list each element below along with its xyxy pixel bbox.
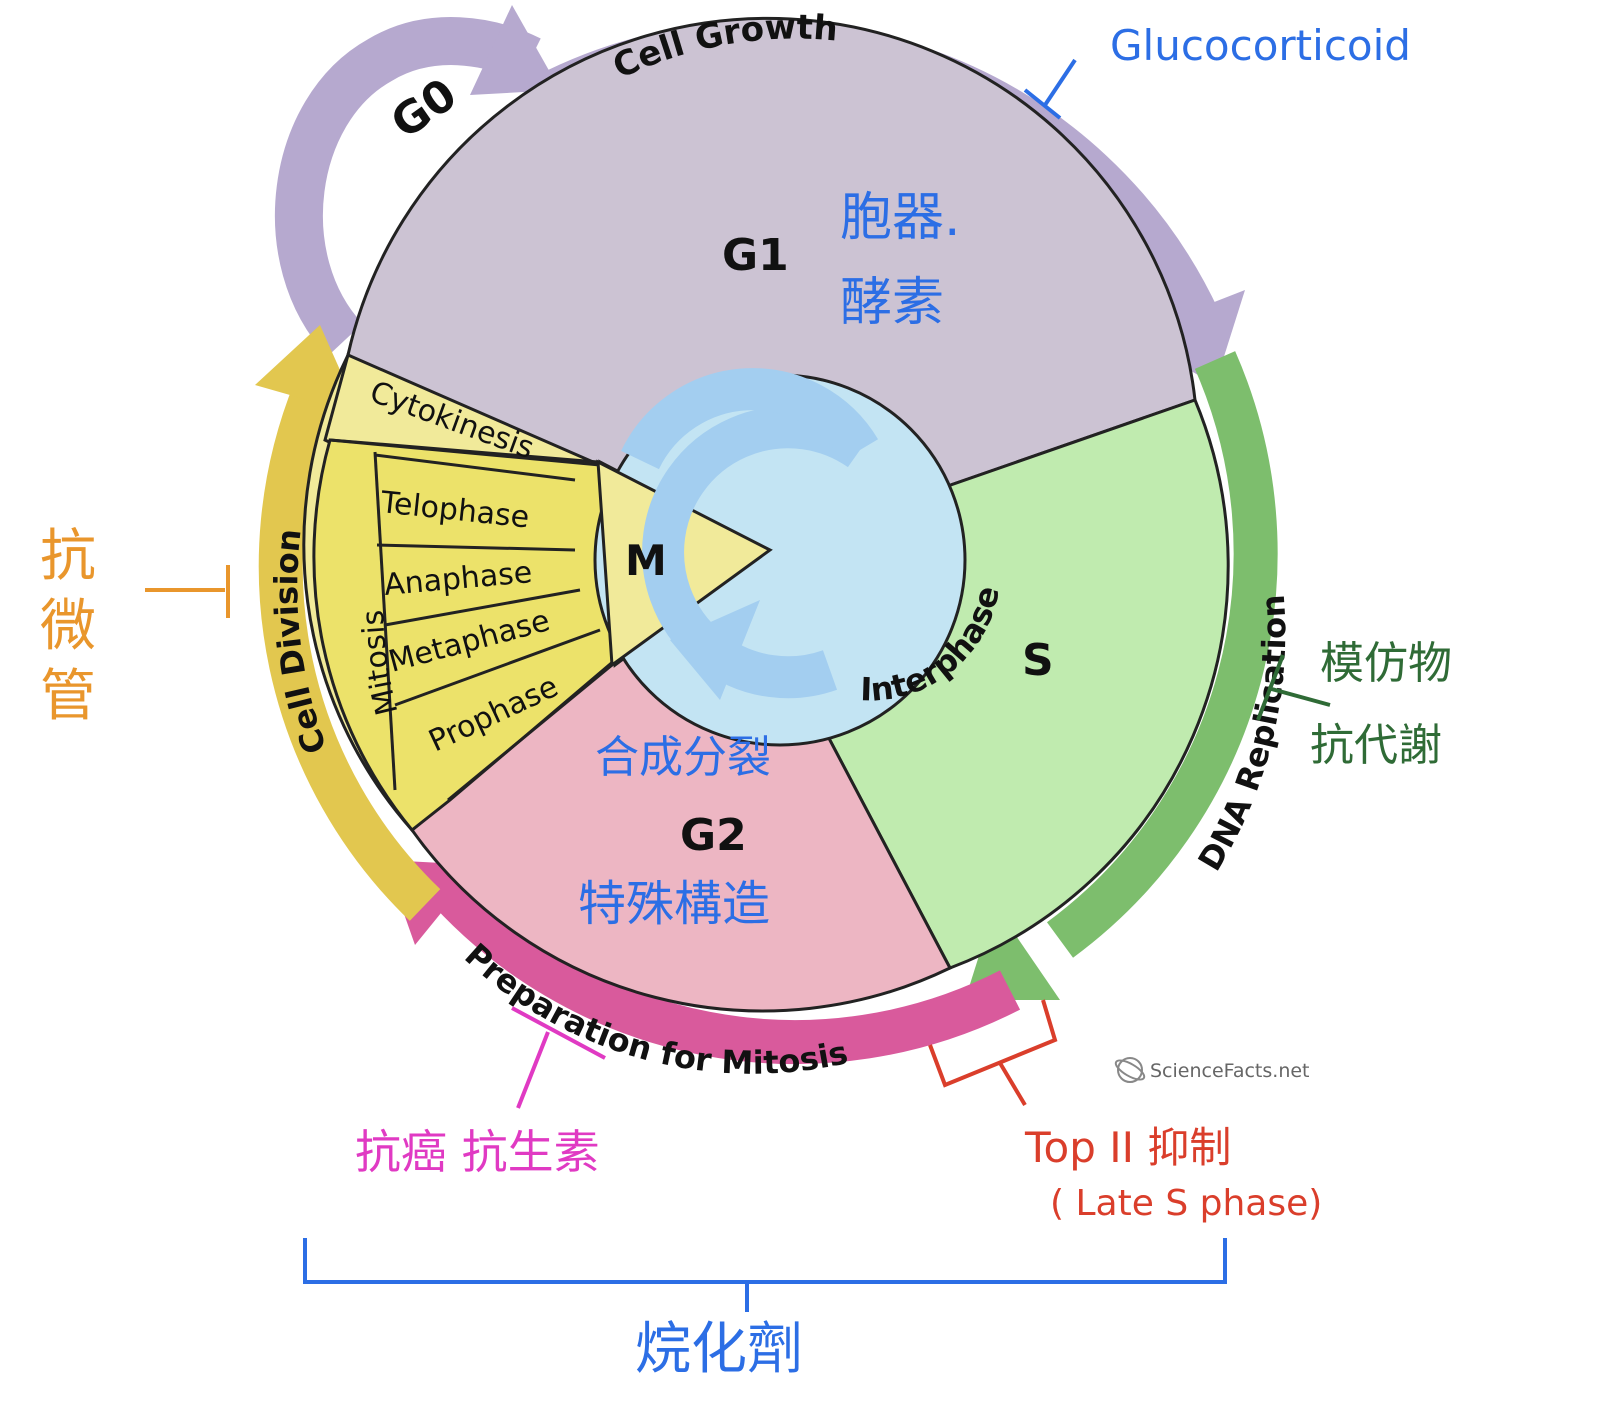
watermark-text: ScienceFacts.net xyxy=(1150,1060,1310,1082)
sciencefacts-logo: ScienceFacts.net xyxy=(1114,1057,1310,1083)
glucocorticoid-note: Glucocorticoid xyxy=(1023,21,1411,120)
anticancer-antibiotic-note: 抗癌 抗生素 xyxy=(355,1006,606,1179)
mitosis-subdivisions xyxy=(312,352,617,833)
antimicrotubule-char-3: 管 xyxy=(40,664,96,729)
m-label: M xyxy=(625,536,667,585)
g2-note-bottom: 特殊構造 xyxy=(578,876,770,932)
top2-line1: Top II 抑制 xyxy=(1024,1123,1231,1172)
g2-note-top: 合成分裂 xyxy=(595,732,771,783)
top2-line2: ( Late S phase) xyxy=(1050,1183,1322,1224)
g0-loop-arrow xyxy=(275,17,541,357)
anticancer-antibiotic-text: 抗癌 抗生素 xyxy=(355,1125,600,1179)
interphase-cycle-arrow xyxy=(642,406,873,699)
mitosis-stages-band xyxy=(312,438,617,833)
preparation-arrow xyxy=(423,865,1021,1064)
antimicrotubule-note: 抗 微 管 xyxy=(40,524,230,729)
dna-replication-arrow xyxy=(1046,351,1278,958)
g2-label: G2 xyxy=(680,810,747,861)
g1-note-line1: 胞器. xyxy=(840,188,961,248)
glucocorticoid-text: Glucocorticoid xyxy=(1110,21,1411,70)
g1-sector xyxy=(346,16,1197,562)
antimicrotubule-char-2: 微 xyxy=(40,594,96,659)
cell-division-arrow xyxy=(258,381,441,921)
g2-sector xyxy=(409,557,953,1013)
interphase-arrowhead xyxy=(670,600,760,700)
top2-note: Top II 抑制 ( Late S phase) xyxy=(928,999,1322,1224)
antimicrotubule-char-1: 抗 xyxy=(40,524,96,589)
g1-label: G1 xyxy=(722,230,789,281)
antimetabolite-line1: 模仿物 xyxy=(1320,638,1452,689)
g0-label: G0 xyxy=(382,69,466,149)
g1-note-line2: 酵素 xyxy=(840,273,944,333)
alkylating-note: 烷化劑 xyxy=(303,1238,1227,1382)
g0-arrowhead xyxy=(470,5,560,95)
antimetabolite-note: 模仿物 抗代謝 xyxy=(1256,638,1452,771)
alkylating-text: 烷化劑 xyxy=(635,1317,803,1382)
s-label: S xyxy=(1022,635,1054,686)
antimetabolite-line2: 抗代謝 xyxy=(1310,720,1442,771)
